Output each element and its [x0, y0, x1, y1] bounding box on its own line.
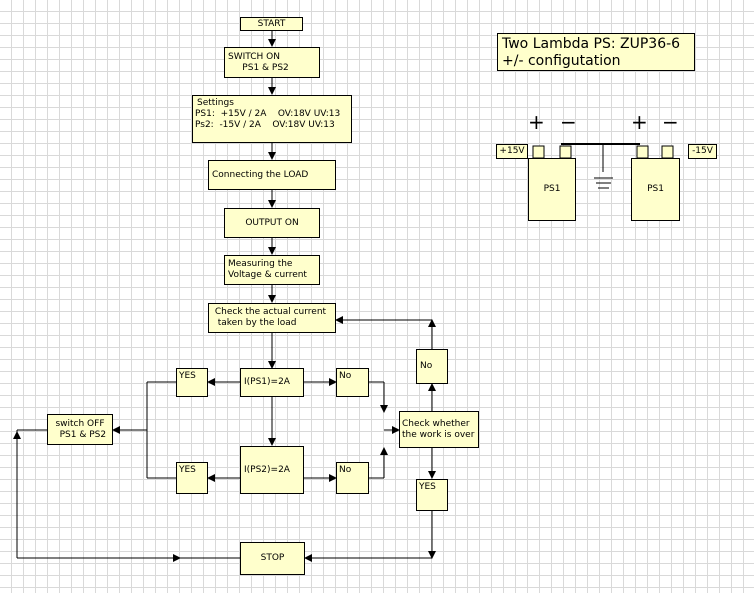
yes-over-box: YES — [416, 479, 448, 511]
no-label-2: No — [339, 465, 352, 475]
condition-ps2-box: I(PS2)=2A — [240, 446, 304, 494]
ps-schematic — [532, 143, 674, 189]
plus-sign-1: + — [528, 110, 545, 134]
measure-box: Measuring the Voltage & current — [224, 255, 320, 285]
settings-ps1: PS1: +15V / 2A OV:18V UV:13 — [195, 109, 341, 119]
plus-sign-2: + — [631, 110, 648, 134]
yes-over-label: YES — [419, 482, 436, 492]
v-pos-text: +15V — [499, 146, 525, 156]
no-loop-box: No — [416, 349, 448, 384]
switch-on-box: SWITCH ON PS1 & PS2 — [224, 47, 320, 78]
voltage-positive-label: +15V — [496, 144, 528, 159]
ps-right-label: PS1 — [647, 184, 664, 194]
switch-off-label: switch OFF PS1 & PS2 — [55, 418, 107, 440]
config-title-box: Two Lambda PS: ZUP36-6 +/- configutation — [497, 33, 695, 71]
settings-ps2: Ps2: -15V / 2A OV:18V UV:13 — [195, 120, 335, 130]
ps-right-box: PS1 — [631, 158, 680, 221]
minus-sign-2: − — [662, 110, 679, 134]
condition-ps1-label: I(PS1)=2A — [244, 377, 290, 387]
connect-load-label: Connecting the LOAD — [212, 169, 309, 180]
stop-box: STOP — [240, 542, 305, 575]
no-box-1: No — [336, 368, 369, 397]
condition-ps1-box: I(PS1)=2A — [240, 368, 304, 397]
check-current-box: Check the actual current taken by the lo… — [208, 303, 336, 333]
no-label-1: No — [339, 371, 352, 381]
no-box-2: No — [336, 462, 369, 494]
config-title-line1: Two Lambda PS: ZUP36-6 — [502, 36, 681, 52]
check-current-label: Check the actual current taken by the lo… — [214, 307, 327, 328]
output-on-label: OUTPUT ON — [245, 217, 299, 228]
check-over-box: Check whether the work is over — [399, 411, 479, 448]
yes-box-2: YES — [176, 462, 208, 494]
measure-label: Measuring the Voltage & current — [228, 259, 307, 280]
settings-box: Settings PS1: +15V / 2A OV:18V UV:13 Ps2… — [192, 95, 352, 143]
no-loop-label: No — [420, 361, 433, 371]
minus-sign-1: − — [560, 110, 577, 134]
condition-ps2-label: I(PS2)=2A — [244, 464, 290, 475]
ps-left-label: PS1 — [543, 184, 561, 194]
start-label: START — [257, 18, 286, 29]
voltage-negative-label: -15V — [688, 144, 717, 159]
check-over-label: Check whether the work is over — [402, 418, 475, 440]
yes-label-1: YES — [179, 371, 196, 381]
start-box: START — [240, 17, 303, 31]
output-on-box: OUTPUT ON — [224, 208, 320, 238]
yes-box-1: YES — [176, 368, 208, 397]
ps-left-box: PS1 — [528, 158, 576, 221]
switch-off-box: switch OFF PS1 & PS2 — [47, 414, 113, 445]
settings-title: Settings — [197, 98, 234, 108]
stop-label: STOP — [260, 553, 285, 563]
yes-label-2: YES — [179, 465, 196, 475]
connect-load-box: Connecting the LOAD — [208, 160, 336, 190]
config-title-line2: +/- configutation — [502, 53, 621, 69]
switch-on-label: SWITCH ON PS1 & PS2 — [228, 51, 289, 73]
v-neg-text: -15V — [692, 146, 713, 156]
